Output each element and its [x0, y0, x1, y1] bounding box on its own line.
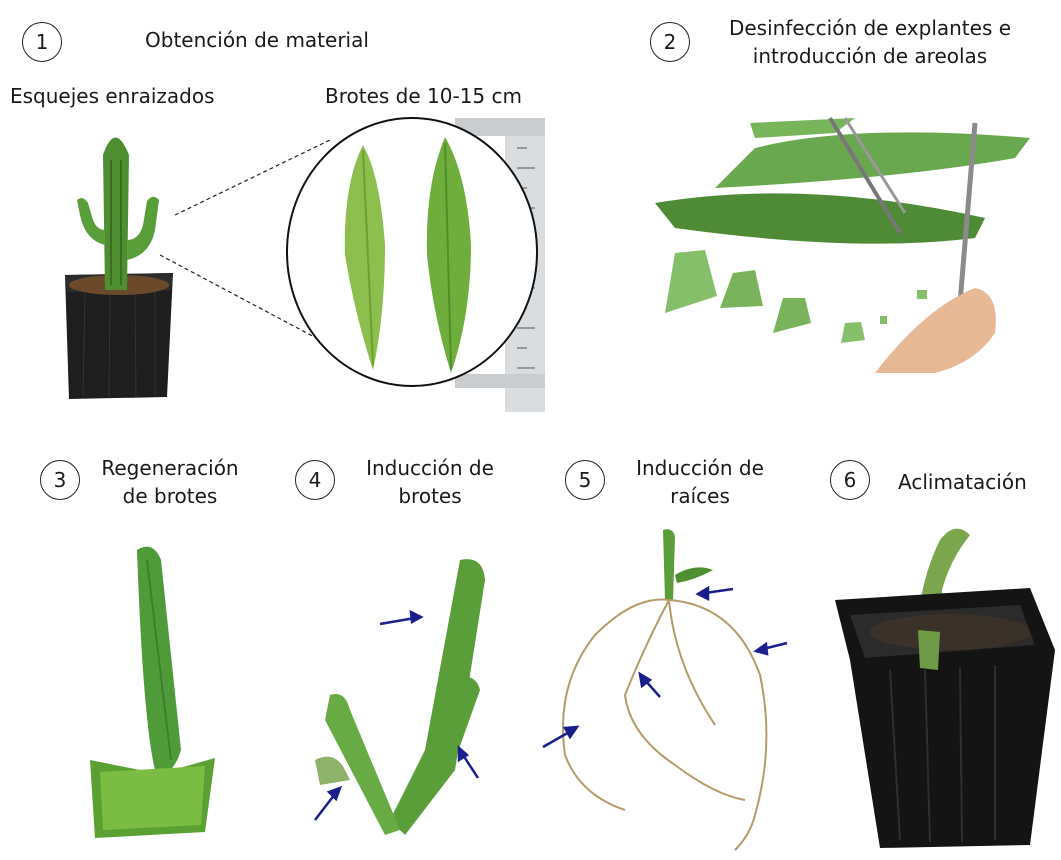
- shoot-induction-photo: [314, 559, 485, 835]
- step-2-number: 2: [650, 22, 690, 62]
- step-3-number: 3: [40, 460, 80, 500]
- potted-cactus-illustration: [65, 137, 173, 399]
- step-6-title: Aclimatación: [898, 470, 1027, 494]
- root-induction-photo: [542, 529, 788, 851]
- step-2-title-line-2: introducción de areolas: [752, 44, 988, 68]
- shoots-size-caption: Brotes de 10-15 cm: [325, 84, 522, 108]
- step-4-title-line-2: brotes: [398, 484, 462, 508]
- step-6-number: 6: [830, 460, 870, 500]
- step-5-title-line-1: Inducción de: [636, 456, 764, 480]
- rooted-cuttings-caption: Esquejes enraizados: [10, 84, 215, 108]
- step-5-title-line-2: raíces: [670, 484, 730, 508]
- explant-disinfection-photo: [655, 116, 1030, 373]
- shoot-regeneration-photo: [90, 546, 215, 838]
- shoots-closeup-circle: [286, 117, 538, 387]
- step-1-number: 1: [22, 22, 62, 62]
- step-4-number: 4: [295, 460, 335, 500]
- acclimatization-photo: [835, 528, 1055, 848]
- step-4-title-line-1: Inducción de: [366, 456, 494, 480]
- step-2-title-line-1: Desinfección de explantes e: [728, 16, 1012, 40]
- step-3-title-line-2: de brotes: [122, 484, 218, 508]
- step-1-title: Obtención de material: [145, 28, 369, 52]
- step-5-number: 5: [565, 460, 605, 500]
- step-3-title-line-1: Regeneración: [101, 456, 239, 480]
